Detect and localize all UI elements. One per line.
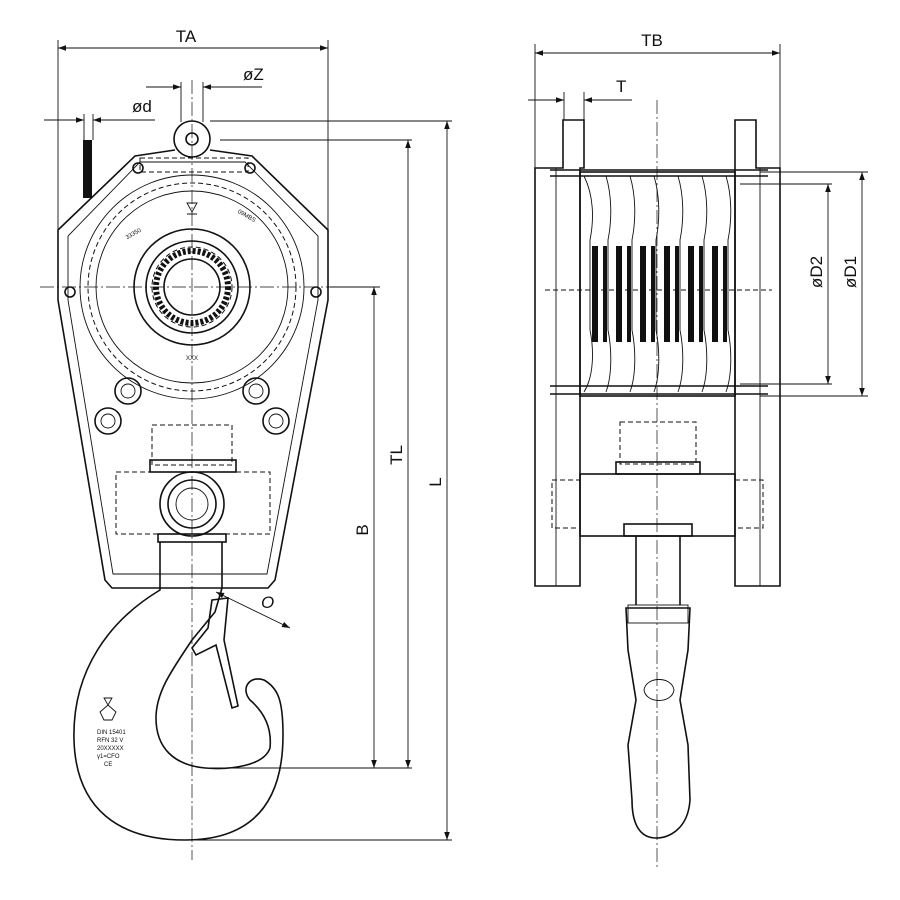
hook-marking-3: 20XXXXX (97, 746, 124, 752)
o-label: O (261, 593, 274, 612)
side-hook-collar (623, 523, 693, 537)
side-hook-shank (635, 536, 681, 605)
bolt-mid-left (64, 286, 76, 298)
side-right-lug (734, 479, 764, 529)
safety-latch (191, 597, 239, 710)
l-label: L (426, 477, 445, 486)
bolt-top-right (244, 162, 256, 174)
d1-label: øD1 (841, 256, 860, 288)
hook-marking-4: γ1=CFO (97, 754, 120, 760)
b-label: B (353, 524, 372, 535)
crosshead-body (115, 471, 271, 535)
z-label: øZ (243, 65, 264, 84)
ta-label: TA (176, 27, 197, 46)
bearing-blocks (592, 246, 727, 342)
o-dimension-line (215, 591, 291, 629)
bolt-mid-right (310, 286, 322, 298)
front-code-left: 33350 (125, 227, 143, 241)
side-left-lug (551, 479, 581, 529)
side-hook-eye (643, 679, 675, 701)
tl-label: TL (387, 445, 406, 465)
guard-wheels (94, 377, 290, 435)
bolt-top-left (132, 162, 144, 174)
crosshead-flange (149, 459, 237, 473)
front-xxx: XXX (186, 356, 198, 362)
sheave-stack (583, 175, 732, 393)
side-crosshead-upper (619, 421, 697, 465)
front-view: TA øZ ød 33 (40, 27, 452, 860)
t-label: T (616, 77, 626, 96)
side-plate-left (534, 119, 585, 587)
housing-outline (57, 149, 329, 589)
front-code-right: 09MBS (236, 209, 256, 224)
side-crosshead-body (579, 473, 736, 537)
sheave-pack (579, 171, 736, 397)
rope-section (83, 140, 92, 198)
side-plate-right (734, 119, 781, 587)
hook-marking-2: RFN 32 V (97, 738, 123, 744)
d-label: ød (132, 97, 152, 116)
side-hook-outline (625, 607, 691, 839)
housing-inner-outline (67, 161, 319, 575)
side-latch-block (627, 604, 689, 624)
hook-marking-5: CE (104, 762, 112, 768)
hook-marking-1: DIN 15401 (97, 730, 126, 736)
top-plate (139, 157, 249, 173)
hook-symbol (99, 697, 117, 721)
tb-label: TB (641, 31, 663, 50)
d2-label: øD2 (807, 256, 826, 288)
side-view: TB T (528, 31, 868, 870)
hook-outline (73, 542, 284, 841)
